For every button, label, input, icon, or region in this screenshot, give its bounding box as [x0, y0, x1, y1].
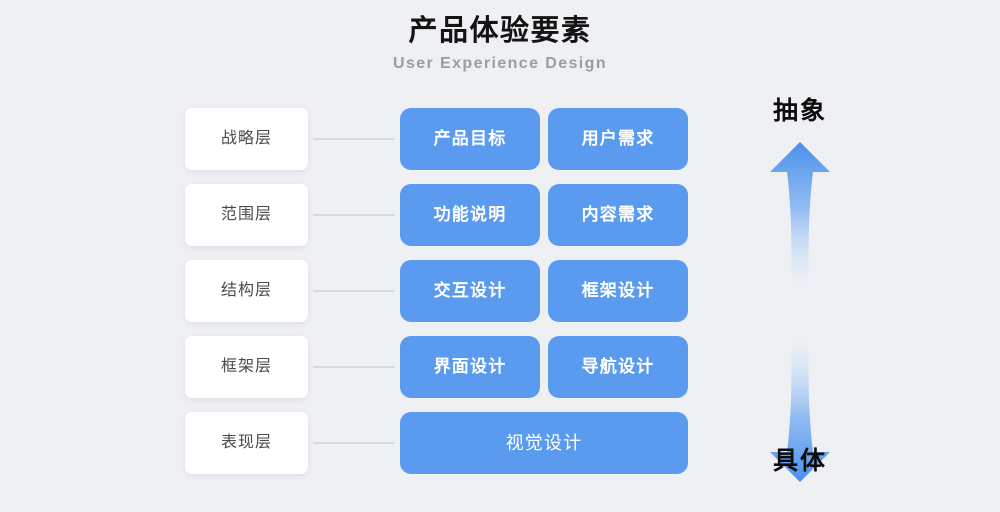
- card-label: 用户需求: [581, 129, 655, 148]
- card-user-needs[interactable]: 用户需求: [548, 108, 688, 170]
- card-label: 功能说明: [433, 205, 507, 224]
- card-product-goal[interactable]: 产品目标: [400, 108, 540, 170]
- connector-line: [313, 214, 395, 216]
- card-label: 框架设计: [581, 281, 655, 300]
- layer-label-box[interactable]: 框架层: [185, 336, 308, 398]
- connector-line: [313, 366, 395, 368]
- card-label: 界面设计: [433, 357, 507, 376]
- card-label: 内容需求: [581, 205, 655, 224]
- layer-label-text: 表现层: [220, 434, 272, 451]
- card-content-needs[interactable]: 内容需求: [548, 184, 688, 246]
- layer-label-box[interactable]: 战略层: [185, 108, 308, 170]
- card-label: 产品目标: [433, 129, 507, 148]
- card-label: 导航设计: [581, 357, 655, 376]
- axis-label-concrete: 具体: [772, 447, 827, 475]
- page-title: 产品体验要素: [408, 15, 592, 47]
- layer-row-skeleton: 框架层 界面设计 导航设计: [0, 336, 1000, 398]
- layer-row-structure: 结构层 交互设计 框架设计: [0, 260, 1000, 322]
- card-functional-spec[interactable]: 功能说明: [400, 184, 540, 246]
- layer-label-box[interactable]: 范围层: [185, 184, 308, 246]
- abstraction-axis: 抽象 具体: [740, 96, 860, 484]
- card-label: 视觉设计: [505, 433, 583, 453]
- arrow-down-icon: [770, 336, 830, 482]
- layer-label-text: 框架层: [220, 358, 272, 375]
- arrow-up-icon: [770, 142, 830, 288]
- layer-label-text: 结构层: [220, 282, 272, 299]
- layer-row-surface: 表现层 视觉设计: [0, 412, 1000, 474]
- card-navigation-design[interactable]: 导航设计: [548, 336, 688, 398]
- layer-row-scope: 范围层 功能说明 内容需求: [0, 184, 1000, 246]
- layer-label-text: 战略层: [220, 130, 272, 147]
- connector-line: [313, 290, 395, 292]
- card-information-architecture[interactable]: 框架设计: [548, 260, 688, 322]
- axis-label-abstract: 抽象: [772, 97, 827, 125]
- layer-label-box[interactable]: 结构层: [185, 260, 308, 322]
- layer-label-text: 范围层: [220, 206, 272, 223]
- connector-line: [313, 442, 395, 444]
- page-subtitle: User Experience Design: [393, 55, 607, 72]
- layer-label-box[interactable]: 表现层: [185, 412, 308, 474]
- connector-line: [313, 138, 395, 140]
- card-label: 交互设计: [433, 281, 507, 300]
- card-interface-design[interactable]: 界面设计: [400, 336, 540, 398]
- page-header: 产品体验要素 User Experience Design: [0, 14, 1000, 74]
- layer-row-strategy: 战略层 产品目标 用户需求: [0, 108, 1000, 170]
- card-visual-design[interactable]: 视觉设计: [400, 412, 688, 474]
- card-interaction-design[interactable]: 交互设计: [400, 260, 540, 322]
